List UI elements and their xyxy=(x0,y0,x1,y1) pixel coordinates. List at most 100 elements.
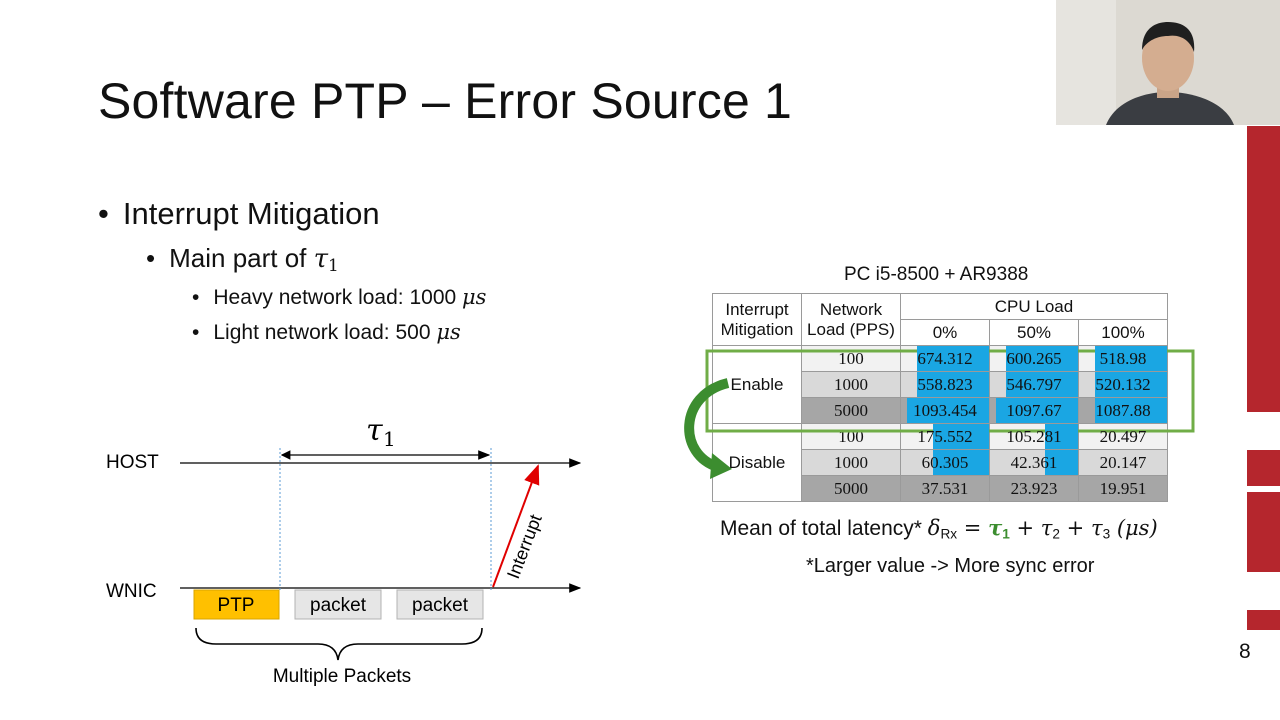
formula-tau1: τ xyxy=(988,515,1003,540)
latency-value-cell: 20.147 xyxy=(1078,449,1168,476)
brace-label: Multiple Packets xyxy=(273,666,411,687)
bullet-text: Interrupt Mitigation xyxy=(122,196,380,231)
value-highlight-bar xyxy=(932,424,989,449)
data-packet xyxy=(294,589,382,620)
bullet-light-load: •Light network load: 500 μs xyxy=(192,320,461,345)
latency-value-cell: 105.281 xyxy=(989,423,1079,450)
decorative-bar xyxy=(1247,492,1280,572)
bullet-text: Heavy network load: 1000 xyxy=(213,286,463,309)
latency-value: 42.361 xyxy=(1010,452,1058,472)
latency-value-cell: 20.497 xyxy=(1078,423,1168,450)
latency-value: 1097.67 xyxy=(1006,400,1062,420)
latency-value-cell: 1087.88 xyxy=(1078,397,1168,424)
interrupt-arrow xyxy=(492,464,540,588)
brace-shape xyxy=(195,627,483,661)
header-network-line1: Network xyxy=(819,299,883,319)
latency-value: 518.98 xyxy=(1099,348,1147,368)
formula-tau2: τ xyxy=(1040,516,1053,540)
table-row: 1000 558.823 546.797 520.132 xyxy=(713,371,1168,398)
tau-diagram-subscript: 1 xyxy=(383,427,396,451)
network-load-cell: 1000 xyxy=(801,371,901,398)
unit-us: μs xyxy=(436,320,461,344)
formula-tau1-sub: 1 xyxy=(1002,526,1010,542)
value-highlight-bar xyxy=(1044,450,1078,475)
latency-value: 20.497 xyxy=(1099,426,1147,446)
data-packet-label: packet xyxy=(310,595,367,616)
latency-value: 1087.88 xyxy=(1095,400,1151,420)
formula-prefix: Mean of total latency* xyxy=(720,517,928,540)
formula-delta: δ xyxy=(927,516,941,540)
value-highlight-bar xyxy=(1044,424,1078,449)
header-cpu-100: 100% xyxy=(1078,319,1168,346)
tau-subscript: 1 xyxy=(328,255,339,276)
bullet-heavy-load: • Heavy network load: 1000 μs xyxy=(192,285,486,310)
value-highlight-bar xyxy=(996,398,1078,423)
table-subheader-row: 0% 50% 100% xyxy=(713,319,1168,346)
header-mitigation: Interrupt Mitigation xyxy=(712,293,802,346)
decorative-bar xyxy=(1247,450,1280,486)
latency-value-cell: 60.305 xyxy=(900,449,990,476)
value-highlight-bar xyxy=(907,398,989,423)
latency-value: 520.132 xyxy=(1095,374,1151,394)
formula-eq: = xyxy=(957,516,989,540)
latency-value: 23.923 xyxy=(1010,478,1058,498)
value-highlight-bar xyxy=(1094,346,1167,371)
network-load-cell: 5000 xyxy=(801,397,901,424)
table-caption: PC i5-8500 + AR9388 xyxy=(844,264,1029,285)
table-header-row: Interrupt Mitigation Network Load (PPS) … xyxy=(712,293,1168,346)
formula-plus: + xyxy=(1059,516,1091,540)
formula-tau3-sub: 3 xyxy=(1102,526,1111,542)
latency-value: 20.147 xyxy=(1099,452,1147,472)
bullet-text: Main part of xyxy=(169,243,314,273)
header-network-load: Network Load (PPS) xyxy=(801,293,901,346)
latency-value: 19.951 xyxy=(1099,478,1147,498)
ptp-packet-label: PTP xyxy=(218,595,255,616)
value-highlight-bar xyxy=(916,346,989,371)
timing-diagram: τ 1 HOST WNIC Interrupt PTP packet packe… xyxy=(106,413,582,687)
latency-value: 600.265 xyxy=(1006,348,1062,368)
latency-value-cell: 1093.454 xyxy=(900,397,990,424)
value-highlight-bar xyxy=(1094,372,1167,397)
network-load-cell: 5000 xyxy=(801,475,901,502)
value-highlight-bar xyxy=(1094,398,1167,423)
latency-value: 37.531 xyxy=(921,478,969,498)
bullet-dot-icon: • xyxy=(192,286,200,309)
bullet-dot-icon: • xyxy=(146,243,156,273)
formula-tau3: τ xyxy=(1090,516,1103,540)
latency-value: 60.305 xyxy=(921,452,969,472)
decorative-bar xyxy=(1247,610,1280,630)
host-label: HOST xyxy=(106,452,159,473)
data-packet-label: packet xyxy=(412,595,469,616)
header-network-line2: Load (PPS) xyxy=(807,319,895,339)
latency-value: 558.823 xyxy=(917,374,973,394)
bullet-text: Light network load: 500 xyxy=(213,321,437,344)
value-highlight-bar xyxy=(916,372,989,397)
latency-value: 674.312 xyxy=(917,348,973,368)
latency-table: Interrupt Mitigation Network Load (PPS) … xyxy=(712,293,1168,502)
header-mitigation-line2: Mitigation xyxy=(720,319,794,339)
curved-arrow-head-icon xyxy=(710,453,732,479)
latency-value-cell: 546.797 xyxy=(989,371,1079,398)
bullet-dot-icon: • xyxy=(98,196,109,231)
formula-plus: + xyxy=(1009,516,1041,540)
table-row: 1000 60.305 42.361 20.147 xyxy=(713,449,1168,476)
header-cpu-load: CPU Load xyxy=(900,293,1168,320)
header-mitigation-line1: Interrupt xyxy=(725,299,789,319)
ptp-packet xyxy=(193,589,280,620)
header-cpu-50: 50% xyxy=(989,319,1079,346)
latency-formula: Mean of total latency* δRx = τ1 + τ2 + τ… xyxy=(720,515,1158,541)
interrupt-label: Interrupt xyxy=(503,512,546,582)
latency-value-cell: 19.951 xyxy=(1078,475,1168,502)
formula-unit: (μs) xyxy=(1110,516,1158,540)
unit-us: μs xyxy=(462,285,487,309)
latency-value: 546.797 xyxy=(1006,374,1062,394)
formula-delta-sub: Rx xyxy=(940,526,958,542)
page-number: 8 xyxy=(1239,640,1251,663)
latency-value-cell: 520.132 xyxy=(1078,371,1168,398)
formula-tau2-sub: 2 xyxy=(1052,526,1060,542)
wnic-label: WNIC xyxy=(106,581,157,602)
network-load-cell: 1000 xyxy=(801,449,901,476)
footnote: *Larger value -> More sync error xyxy=(806,555,1095,577)
value-highlight-bar xyxy=(1005,346,1078,371)
value-highlight-bar xyxy=(1005,372,1078,397)
